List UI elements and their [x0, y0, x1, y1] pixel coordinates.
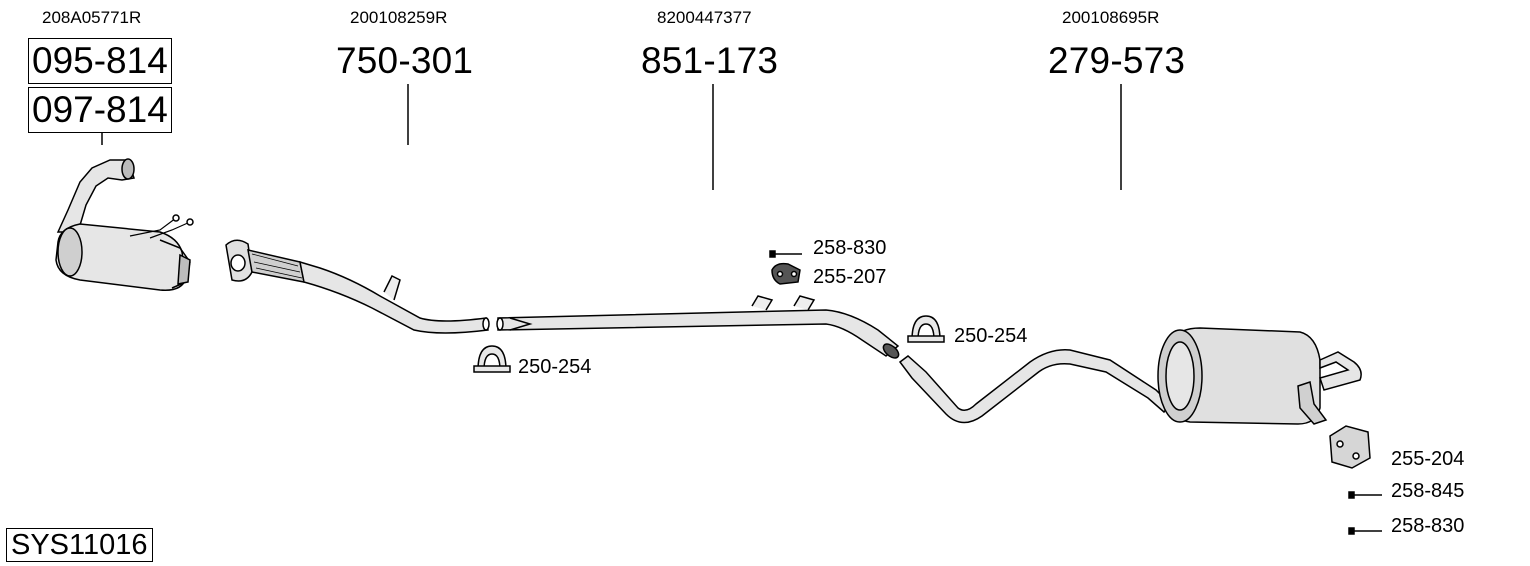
rear-silencer-drawing [898, 327, 1362, 425]
system-code: SYS11016 [6, 528, 153, 562]
clamp-right-drawing [907, 315, 945, 343]
accessory-label-clamp-left[interactable]: 250-254 [518, 356, 592, 378]
part-number-front-pipe[interactable]: 750-301 [336, 40, 474, 81]
bolt-rear-2-drawing [1348, 527, 1382, 535]
bolt-top-drawing [769, 250, 802, 258]
catalyst-drawing [55, 158, 194, 291]
part-number-rear-silencer[interactable]: 279-573 [1048, 40, 1186, 81]
middle-pipe-drawing [496, 295, 900, 359]
accessory-label-bolt-rear-2[interactable]: 258-830 [1391, 515, 1465, 537]
clamp-left-drawing [473, 345, 511, 373]
part-number-middle-pipe[interactable]: 851-173 [641, 40, 779, 81]
bolt-rear-1-drawing [1348, 491, 1382, 499]
oe-number-rear-silencer: 200108695R [1062, 8, 1160, 27]
accessory-label-mount-rear[interactable]: 255-204 [1391, 448, 1465, 470]
accessory-label-rubber-mount-top[interactable]: 255-207 [813, 266, 887, 288]
oe-number-catalyst: 208A05771R [42, 8, 142, 27]
mount-rear-drawing [1329, 425, 1371, 469]
part-number-catalyst-2[interactable]: 097-814 [28, 87, 172, 133]
front-pipe-drawing [225, 239, 490, 334]
oe-number-front-pipe: 200108259R [350, 8, 448, 27]
part-number-catalyst-1[interactable]: 095-814 [28, 38, 172, 84]
rubber-mount-top-drawing [771, 262, 801, 285]
oe-number-middle-pipe: 8200447377 [657, 8, 752, 27]
accessory-label-clamp-right[interactable]: 250-254 [954, 325, 1028, 347]
accessory-label-bolt-rear-1[interactable]: 258-845 [1391, 480, 1465, 502]
accessory-label-bolt-top[interactable]: 258-830 [813, 237, 887, 259]
